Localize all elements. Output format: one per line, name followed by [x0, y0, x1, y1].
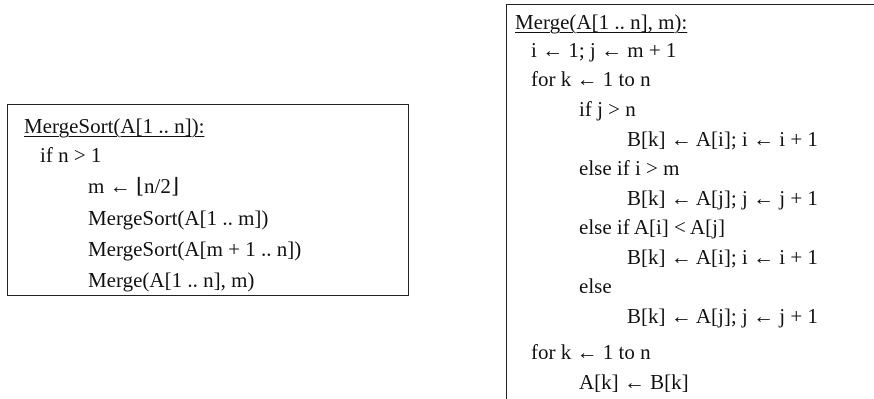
merge-line-11: for k ← 1 to n	[531, 340, 651, 364]
merge-line-3: if j > n	[579, 97, 636, 121]
mergesort-title: MergeSort(A[1 .. n]):	[24, 114, 205, 138]
mergesort-line-1: if n > 1	[40, 143, 102, 167]
merge-line-8: B[k] ← A[i]; i ← i + 1	[627, 245, 818, 269]
merge-title: Merge(A[1 .. n], m):	[515, 10, 688, 34]
merge-line-9: else	[579, 274, 612, 298]
mergesort-line-3: MergeSort(A[1 .. m])	[88, 206, 269, 230]
mergesort-line-5: Merge(A[1 .. n], m)	[88, 268, 255, 292]
merge-line-1: i ← 1; j ← m + 1	[531, 38, 677, 62]
merge-line-12: A[k] ← B[k]	[579, 370, 689, 394]
merge-line-4: B[k] ← A[i]; i ← i + 1	[627, 127, 818, 151]
merge-line-5: else if i > m	[579, 156, 680, 180]
mergesort-line-4: MergeSort(A[m + 1 .. n])	[88, 237, 302, 261]
merge-line-2: for k ← 1 to n	[531, 67, 651, 91]
mergesort-pseudocode-box: MergeSort(A[1 .. n]): if n > 1 m ← ⌊n/2⌋…	[7, 104, 409, 296]
merge-pseudocode-box: Merge(A[1 .. n], m): i ← 1; j ← m + 1 fo…	[506, 4, 874, 399]
merge-line-6: B[k] ← A[j]; j ← j + 1	[627, 186, 818, 210]
merge-line-10: B[k] ← A[j]; j ← j + 1	[627, 304, 818, 328]
merge-line-7: else if A[i] < A[j]	[579, 215, 725, 239]
mergesort-line-2: m ← ⌊n/2⌋	[88, 174, 180, 198]
